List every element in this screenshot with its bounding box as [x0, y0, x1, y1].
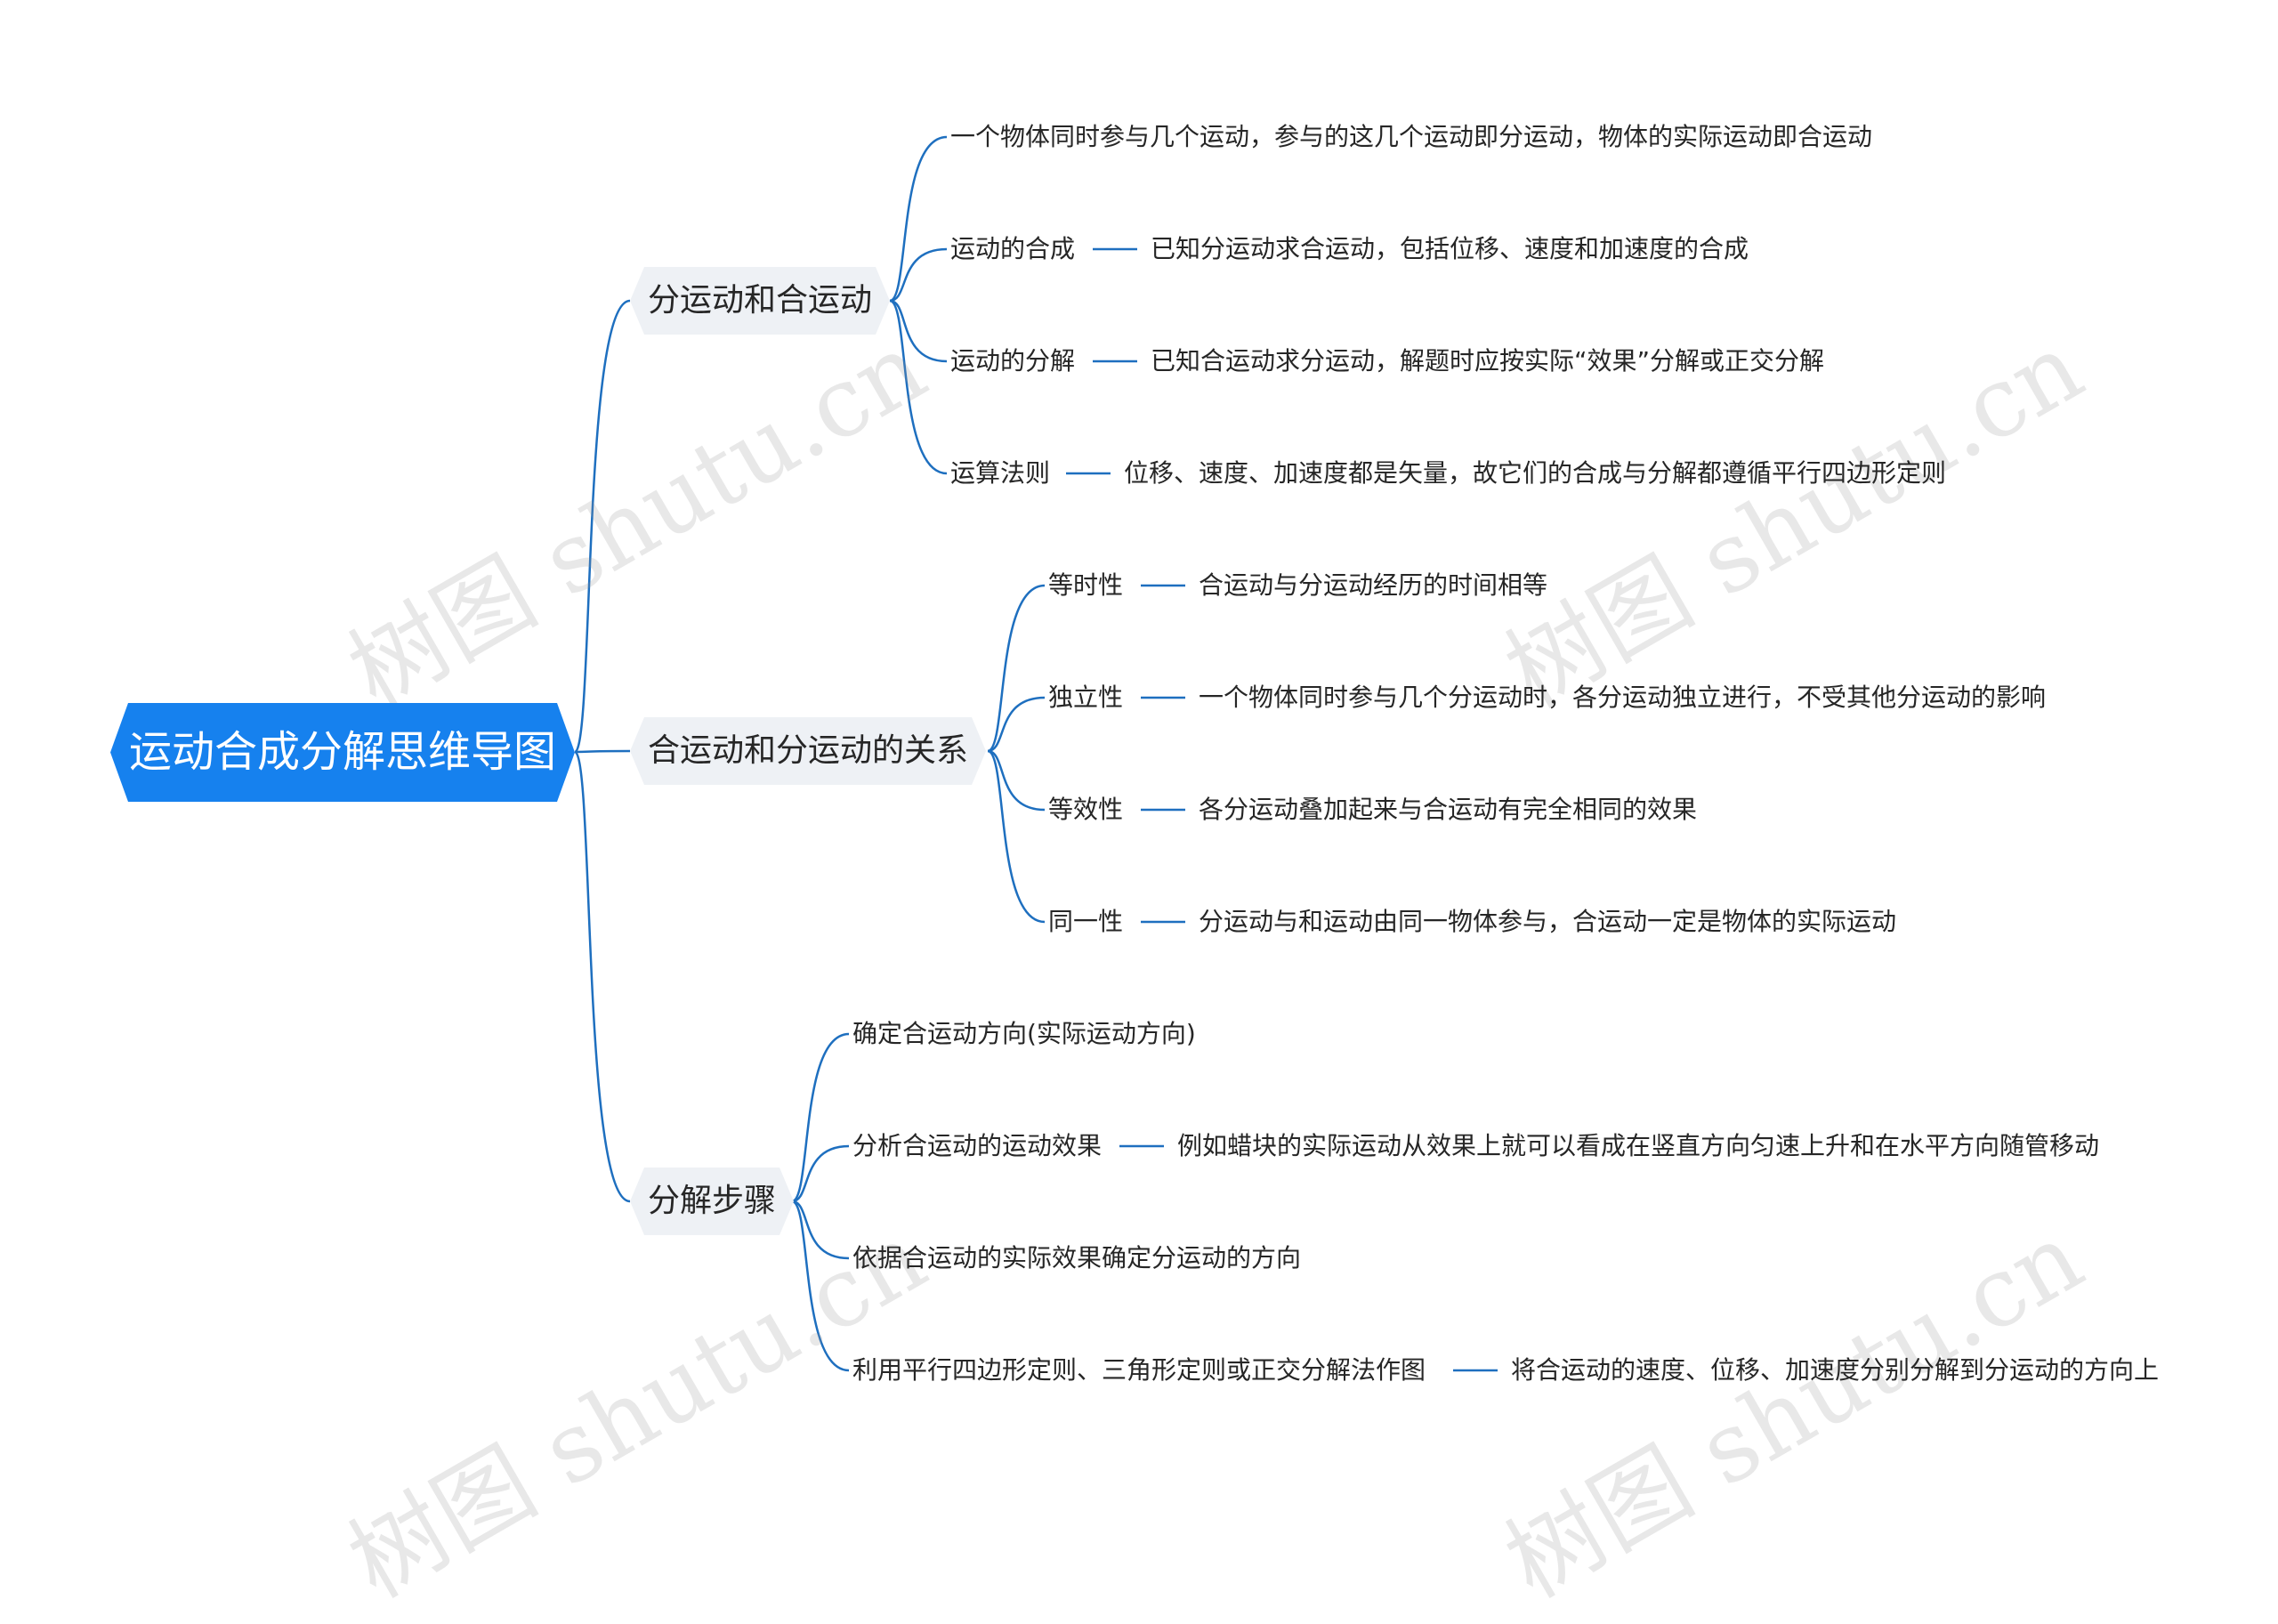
leaf-topic[interactable]: 同一性: [1048, 907, 1124, 936]
root-connector: [573, 750, 631, 1203]
leaf-detail[interactable]: 一个物体同时参与几个分运动时，各分运动独立进行，不受其他分运动的影响: [1199, 683, 2047, 712]
branch-connector: [791, 1032, 850, 1203]
leaf-topic[interactable]: 利用平行四边形定则、三角形定则或正交分解法作图: [852, 1355, 1426, 1385]
leaf-detail[interactable]: 例如蜡块的实际运动从效果上就可以看成在竖直方向匀速上升和在水平方向随管移动: [1177, 1131, 2100, 1160]
branch-topic[interactable]: 分运动和合运动: [630, 267, 890, 335]
branch-connector: [889, 299, 948, 363]
leaf-detail[interactable]: 将合运动的速度、位移、加速度分别分解到分运动的方向上: [1511, 1355, 2160, 1385]
branch-connector: [987, 584, 1046, 753]
connector-lines: [573, 135, 1498, 1372]
leaf-topic[interactable]: 运动的合成: [950, 234, 1076, 263]
branch-connector: [791, 1144, 850, 1203]
branch-connector: [889, 135, 948, 303]
root-topic[interactable]: 运动合成分解思维导图: [110, 703, 575, 802]
leaf-detail[interactable]: 已知合运动求分运动，解题时应按实际“效果”分解或正交分解: [1151, 346, 1825, 376]
leaf-detail[interactable]: 已知分运动求合运动，包括位移、速度和加速度的合成: [1151, 234, 1749, 263]
branch-connector: [791, 1200, 850, 1372]
leaf-topic[interactable]: 分析合运动的运动效果: [852, 1131, 1103, 1160]
branch-connector: [987, 749, 1046, 812]
leaf-topic[interactable]: 确定合运动方向(实际运动方向): [852, 1019, 1196, 1048]
leaf-topic[interactable]: 运动的分解: [950, 346, 1076, 376]
branch-connector: [987, 749, 1046, 924]
leaf-detail[interactable]: 位移、速度、加速度都是矢量，故它们的合成与分解都遵循平行四边形定则: [1124, 458, 1947, 488]
leaf-detail[interactable]: 分运动与和运动由同一物体参与，合运动一定是物体的实际运动: [1199, 907, 1897, 936]
leaf-topic[interactable]: 运算法则: [950, 458, 1051, 488]
leaf-topic[interactable]: 独立性: [1048, 683, 1124, 712]
mind-map: 树图 shutu.cn 树图 shutu.cn 树图 shutu.cn 树图 s…: [0, 122, 2160, 1620]
leaf-topic[interactable]: 依据合运动的实际效果确定分运动的方向: [852, 1243, 1302, 1273]
branch-topic[interactable]: 合运动和分运动的关系: [630, 717, 986, 785]
leaf-detail[interactable]: 合运动与分运动经历的时间相等: [1199, 570, 1548, 600]
branch-topic[interactable]: 分解步骤: [630, 1168, 794, 1235]
branch-connector: [987, 696, 1046, 753]
branch-connector: [889, 247, 948, 303]
leaf-topic[interactable]: 等效性: [1048, 795, 1124, 824]
branch-connector: [889, 299, 948, 475]
leaf-topic[interactable]: 一个物体同时参与几个运动，参与的这几个运动即分运动，物体的实际运动即合运动: [950, 122, 1873, 151]
branch-connector: [791, 1200, 850, 1260]
root-connector: [573, 299, 631, 754]
leaf-detail[interactable]: 各分运动叠加起来与合运动有完全相同的效果: [1199, 795, 1698, 824]
root-connector: [574, 749, 631, 754]
leaf-topic[interactable]: 等时性: [1048, 570, 1124, 600]
